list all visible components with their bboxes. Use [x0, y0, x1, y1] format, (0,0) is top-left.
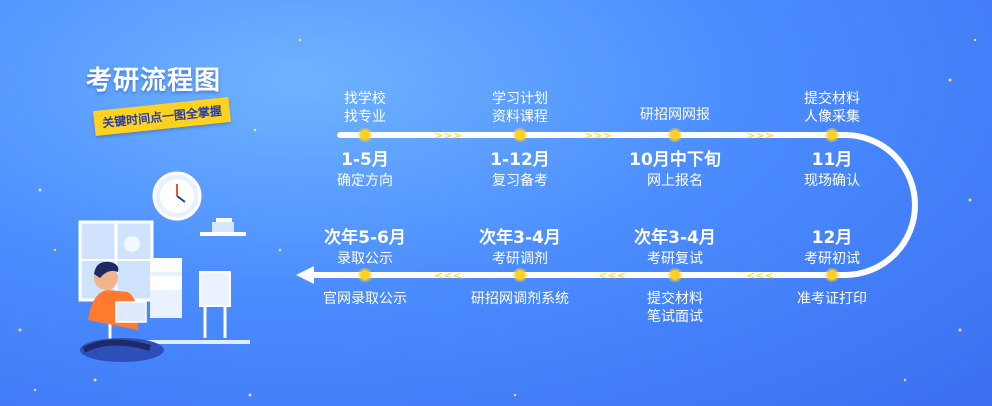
step-2-time: 1-12月: [490, 150, 550, 170]
step-3-task: 研招网网报: [640, 106, 710, 124]
step-4-task-line-1: 提交材料: [804, 91, 860, 107]
sparkle-dots: [18, 38, 977, 397]
step-1-time: 1-5月: [341, 150, 389, 170]
desk-illustration: [100, 258, 250, 345]
backward-arrow-3: <<<: [746, 269, 774, 282]
step-1-task: 找学校 找专业: [344, 90, 386, 126]
step-7-task-line-1: 研招网调剂系统: [471, 291, 569, 307]
step-1-desc: 确定方向: [337, 173, 393, 189]
step-2-task-line-1: 学习计划: [492, 91, 548, 107]
page-title: 考研流程图: [86, 66, 222, 96]
step-8-desc: 录取公示: [337, 251, 393, 267]
step-6-task-line-1: 提交材料: [647, 291, 703, 307]
shelf-illustration: [200, 218, 246, 236]
clock-icon: [152, 171, 202, 221]
step-8-time: 次年5-6月: [324, 228, 406, 248]
step-7-time: 次年3-4月: [479, 228, 561, 248]
step-4-time: 11月: [811, 150, 853, 170]
step-1-task-line-2: 找专业: [344, 109, 386, 125]
step-5-time: 12月: [811, 228, 853, 248]
step-6-task: 提交材料 笔试面试: [647, 290, 703, 326]
step-6-task-line-2: 笔试面试: [647, 309, 703, 325]
window-illustration: [78, 220, 154, 302]
forward-arrow-1: >>>: [434, 129, 462, 142]
backward-arrow-2: <<<: [598, 269, 626, 282]
forward-arrow-2: >>>: [584, 129, 612, 142]
step-3-task-line-1: 研招网网报: [640, 107, 710, 123]
timeline-path: [302, 132, 918, 278]
timeline-nodes: [358, 128, 839, 282]
step-8-task-line-1: 官网录取公示: [323, 291, 407, 307]
step-8-task: 官网录取公示: [323, 290, 407, 308]
step-6-time: 次年3-4月: [634, 228, 716, 248]
step-4-desc: 现场确认: [804, 173, 860, 189]
backward-arrow-1: <<<: [434, 269, 462, 282]
step-5-task: 准考证打印: [797, 290, 867, 308]
forward-arrow-3: >>>: [746, 129, 774, 142]
student-illustration: [80, 261, 164, 362]
step-3-time: 10月中下旬: [629, 150, 721, 170]
step-7-desc: 考研调剂: [492, 251, 548, 267]
step-2-task-line-2: 资料课程: [492, 109, 548, 125]
step-6-desc: 考研复试: [647, 251, 703, 267]
step-7-task: 研招网调剂系统: [471, 290, 569, 308]
step-3-desc: 网上报名: [647, 173, 703, 189]
step-5-desc: 考研初试: [804, 251, 860, 267]
step-4-task: 提交材料 人像采集: [804, 90, 860, 126]
step-5-task-line-1: 准考证打印: [797, 291, 867, 307]
step-2-desc: 复习备考: [492, 173, 548, 189]
step-1-task-line-1: 找学校: [344, 91, 386, 107]
step-4-task-line-2: 人像采集: [804, 109, 860, 125]
timeline-arrowhead-icon: [296, 266, 314, 284]
step-2-task: 学习计划 资料课程: [492, 90, 548, 126]
